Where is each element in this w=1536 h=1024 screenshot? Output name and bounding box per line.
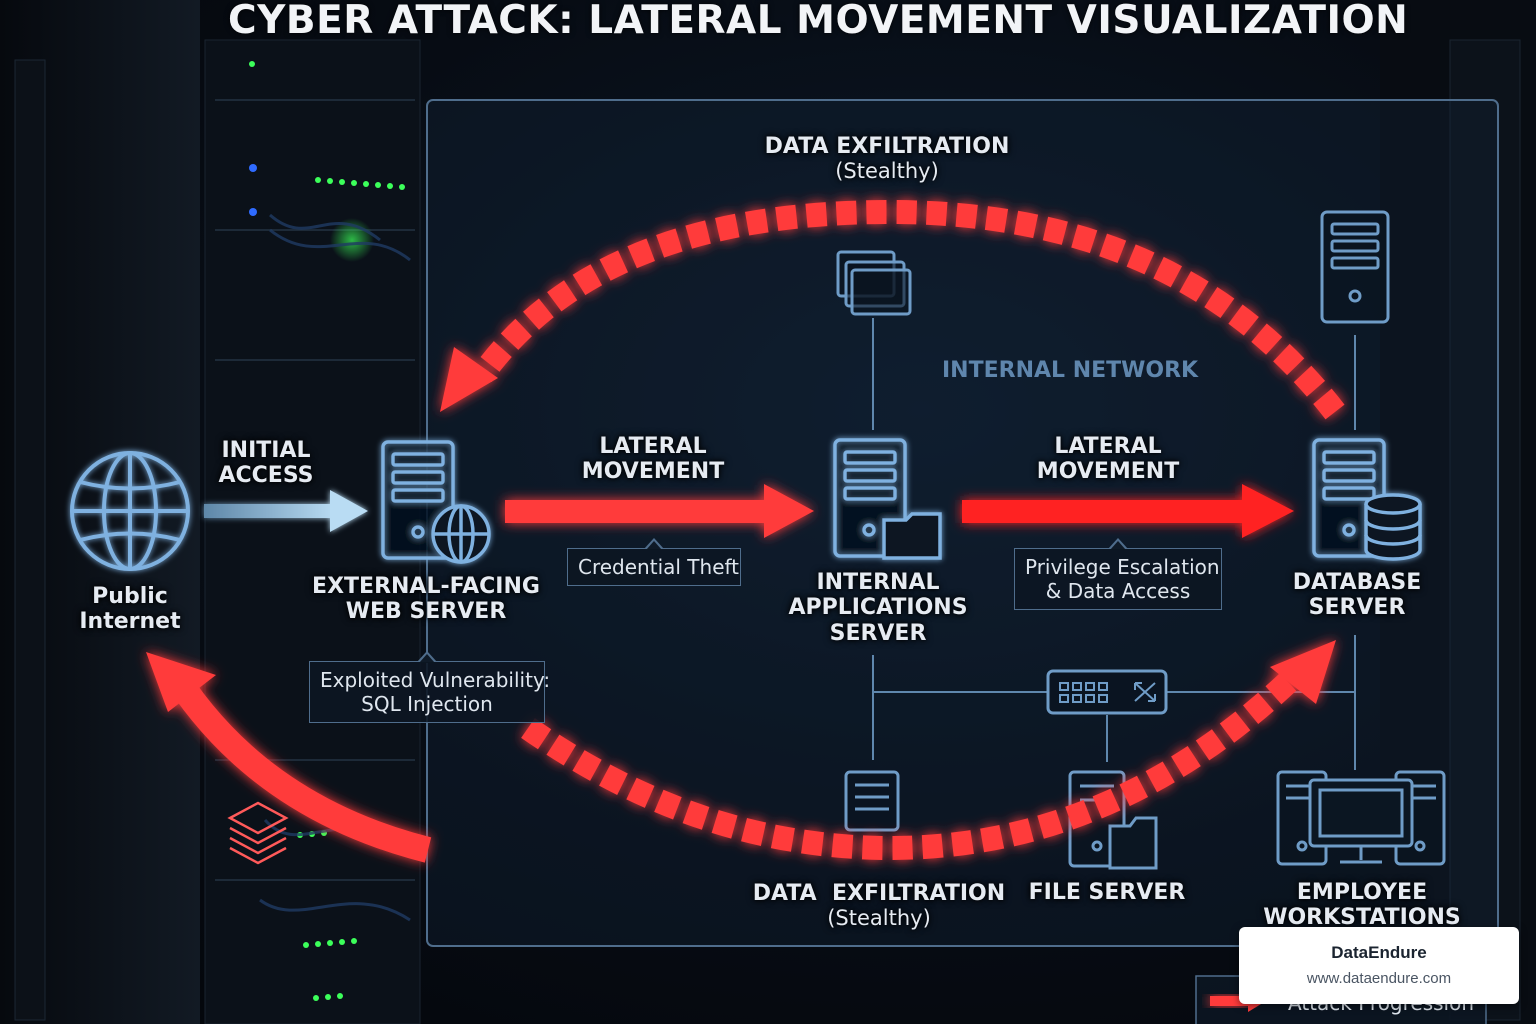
exploit-line2: SQL Injection — [361, 692, 493, 716]
page-title: CYBER ATTACK: LATERAL MOVEMENT VISUALIZA… — [228, 0, 1409, 43]
data-exfiltration-arc-top — [440, 199, 1345, 420]
privilege-escalation-callout: Privilege Escalation & Data Access — [1014, 538, 1222, 610]
return-to-internet-arrow — [146, 652, 432, 863]
initial-access-label: INITIAL ACCESS — [210, 438, 322, 489]
exfil-bottom-subtitle: (Stealthy) — [827, 906, 931, 931]
file-server-label: FILE SERVER — [1028, 880, 1186, 905]
lateral-2-line2: MOVEMENT — [1036, 459, 1180, 485]
network-connectors — [872, 318, 1356, 770]
workstations-label: EMPLOYEE WORKSTATIONS — [1262, 880, 1462, 931]
exfil-top-title: DATA EXFILTRATION — [764, 134, 1010, 159]
exploit-line1: Exploited Vulnerability: — [320, 668, 551, 692]
workstations-line1: EMPLOYEE — [1296, 880, 1428, 905]
app-server-line3: SERVER — [829, 620, 927, 646]
brand-box: DataEndure www.dataendure.com — [1239, 927, 1519, 1004]
brand-url: www.dataendure.com — [1306, 970, 1452, 987]
workstations-line2: WORKSTATIONS — [1263, 905, 1461, 931]
app-server-icon — [833, 438, 942, 560]
database-server-label: DATABASE SERVER — [1282, 570, 1432, 621]
globe-icon — [70, 451, 190, 571]
lateral-movement-arrow-2 — [962, 484, 1294, 538]
initial-access-arrow — [204, 490, 368, 532]
public-internet-label: Public Internet — [70, 584, 190, 635]
lateral-movement-label-1: LATERAL MOVEMENT — [573, 434, 733, 485]
layers-icon — [227, 801, 289, 865]
lateral-2-line1: LATERAL — [1054, 434, 1162, 459]
initial-access-line1: INITIAL — [221, 438, 311, 463]
files-icon — [836, 250, 912, 316]
app-server-label: INTERNAL APPLICATIONS SERVER — [778, 570, 978, 646]
lateral-movement-arrow-1 — [505, 484, 814, 538]
lateral-movement-label-2: LATERAL MOVEMENT — [1028, 434, 1188, 485]
exfil-bottom-label: DATA EXFILTRATION (Stealthy) — [748, 881, 1010, 930]
data-exfiltration-arc-bottom — [521, 640, 1336, 861]
database-server-icon — [1312, 438, 1422, 561]
app-server-line1: INTERNAL — [816, 570, 940, 595]
db-server-line1: DATABASE — [1292, 570, 1422, 595]
exfil-bottom-title: DATA EXFILTRATION — [752, 881, 1006, 906]
initial-access-line2: ACCESS — [218, 463, 314, 489]
workstations-icon — [1276, 770, 1446, 866]
small-server-icon — [844, 770, 900, 832]
lateral-1-line2: MOVEMENT — [581, 459, 725, 485]
web-server-icon — [381, 440, 491, 564]
privilege-line2: & Data Access — [1045, 579, 1191, 603]
db-server-line2: SERVER — [1308, 595, 1406, 621]
brand-name: DataEndure — [1331, 943, 1427, 962]
web-server-line1: EXTERNAL-FACING — [312, 574, 540, 599]
internet-line2: Internet — [79, 609, 181, 635]
app-server-line2: APPLICATIONS — [788, 595, 968, 621]
internal-network-label: INTERNAL NETWORK — [942, 358, 1199, 383]
network-switch-icon — [1046, 669, 1168, 715]
exploit-callout: Exploited Vulnerability: SQL Injection — [309, 651, 551, 723]
lateral-1-line1: LATERAL — [599, 434, 707, 459]
tower-server-icon — [1320, 210, 1390, 324]
credential-line1: Credential Theft — [578, 555, 740, 579]
exfil-top-subtitle: (Stealthy) — [835, 159, 939, 184]
exfil-top-label: DATA EXFILTRATION (Stealthy) — [762, 134, 1012, 183]
credential-theft-callout: Credential Theft — [567, 538, 741, 586]
web-server-line2: WEB SERVER — [345, 599, 507, 625]
web-server-label: EXTERNAL-FACING WEB SERVER — [306, 574, 546, 625]
internet-line1: Public — [92, 584, 168, 609]
privilege-line1: Privilege Escalation — [1025, 555, 1220, 579]
